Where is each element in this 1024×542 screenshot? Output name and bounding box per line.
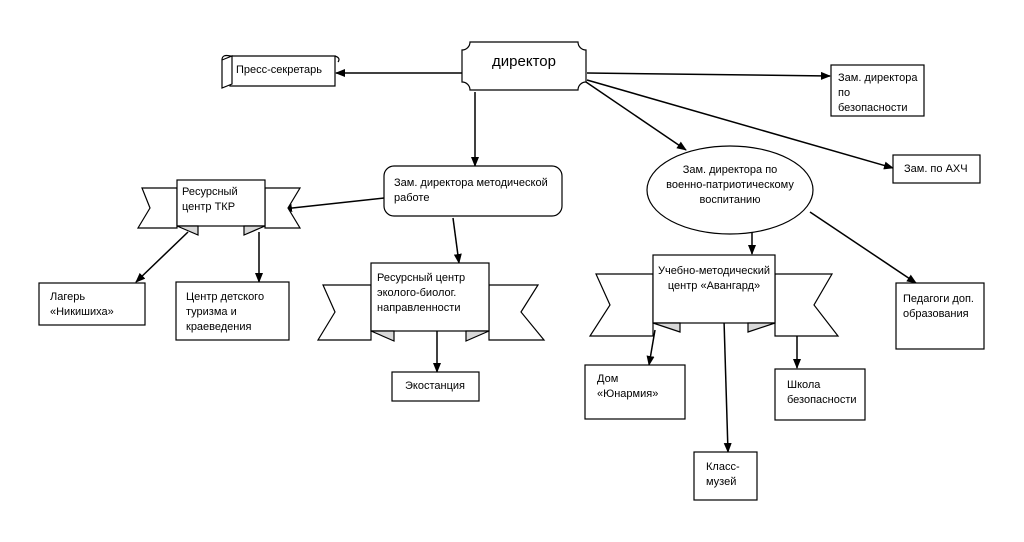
deputy-methodical-box — [383, 165, 563, 217]
arrow-avangard-to-museum — [723, 319, 732, 453]
resource-eco-label: Ресурсный центр эколого-биолог. направле… — [377, 272, 466, 314]
arrow-director-to-military — [585, 81, 687, 151]
director-plaque — [461, 41, 587, 91]
arrow-director-to-safety — [586, 71, 831, 80]
resource-tkr-label: Ресурсный центр ТКР — [182, 186, 238, 213]
arrow-avangard-to-yunarmiya — [646, 329, 656, 366]
class-museum-label: Класс-музей — [706, 461, 740, 488]
avangard-ribbon — [588, 254, 840, 337]
tourism-center-label: Центр детского туризма и краеведения — [186, 291, 265, 333]
arrow-director-to-ahch — [586, 79, 894, 170]
connectors — [135, 69, 917, 453]
arrow-methodical-to-eco — [452, 217, 462, 264]
resource-eco-ribbon — [316, 262, 546, 342]
camp-label: Лагерь «Никишиха» — [50, 291, 114, 318]
additional-teachers-label: Педагоги доп. образования — [903, 293, 974, 320]
yunarmiya-box — [584, 364, 686, 420]
deputy-military-ellipse — [646, 145, 814, 235]
camp-box — [38, 282, 146, 326]
deputy-military-label: Зам. директора по военно-патриотическому… — [666, 164, 794, 206]
tourism-center-box — [175, 281, 290, 341]
arrow-methodical-to-tkr — [282, 197, 385, 213]
yunarmiya-label: Дом «Юнармия» — [597, 373, 659, 400]
press-secretary-label: Пресс-секретарь — [236, 64, 322, 76]
additional-teachers-box — [895, 282, 985, 350]
arrow-tkr-to-camp — [135, 231, 189, 283]
deputy-ahch-box — [892, 154, 981, 184]
ecostation-box — [391, 371, 480, 402]
class-museum-box — [693, 451, 758, 501]
deputy-safety-label: Зам. директора по безопасности — [838, 72, 918, 114]
safety-school-box — [774, 368, 866, 421]
deputy-methodical-label: Зам. директора методической работе — [394, 177, 548, 204]
ecostation-label: Экостанция — [405, 380, 465, 392]
director-label: директор — [492, 53, 556, 70]
arrow-military-to-teachers — [809, 211, 917, 284]
press-secretary-scroll — [221, 54, 340, 89]
safety-school-label: Школа безопасности — [787, 379, 857, 406]
deputy-safety-box — [830, 64, 925, 117]
resource-tkr-ribbon — [136, 179, 302, 236]
avangard-label: Учебно-методический центр «Авангард» — [658, 265, 770, 292]
deputy-ahch-label: Зам. по АХЧ — [904, 163, 968, 175]
